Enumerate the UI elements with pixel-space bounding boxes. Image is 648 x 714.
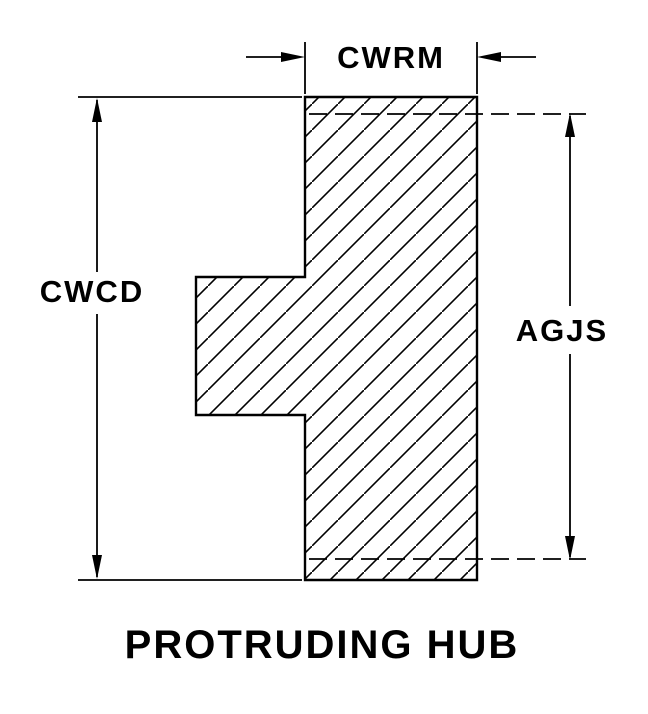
hub-cross-section-outline: [194, 95, 479, 582]
diagram-title: PROTRUDING HUB: [125, 623, 520, 667]
cwrm-arrow-right-icon: [281, 52, 305, 62]
cwcd-arrow-down-icon: [92, 555, 102, 579]
agjs-label: AGJS: [516, 313, 608, 348]
cwcd-label: CWCD: [40, 274, 144, 309]
cwrm-label: CWRM: [337, 40, 445, 75]
agjs-arrow-up-icon: [565, 113, 575, 137]
cwcd-dimension: CWCD: [40, 96, 302, 581]
cwrm-arrow-left-icon: [477, 52, 501, 62]
hub-cross-section: [194, 95, 586, 582]
cwcd-arrow-up-icon: [92, 98, 102, 122]
agjs-arrow-down-icon: [565, 536, 575, 560]
agjs-dimension: AGJS: [516, 113, 608, 560]
cwrm-dimension: CWRM: [246, 40, 536, 94]
